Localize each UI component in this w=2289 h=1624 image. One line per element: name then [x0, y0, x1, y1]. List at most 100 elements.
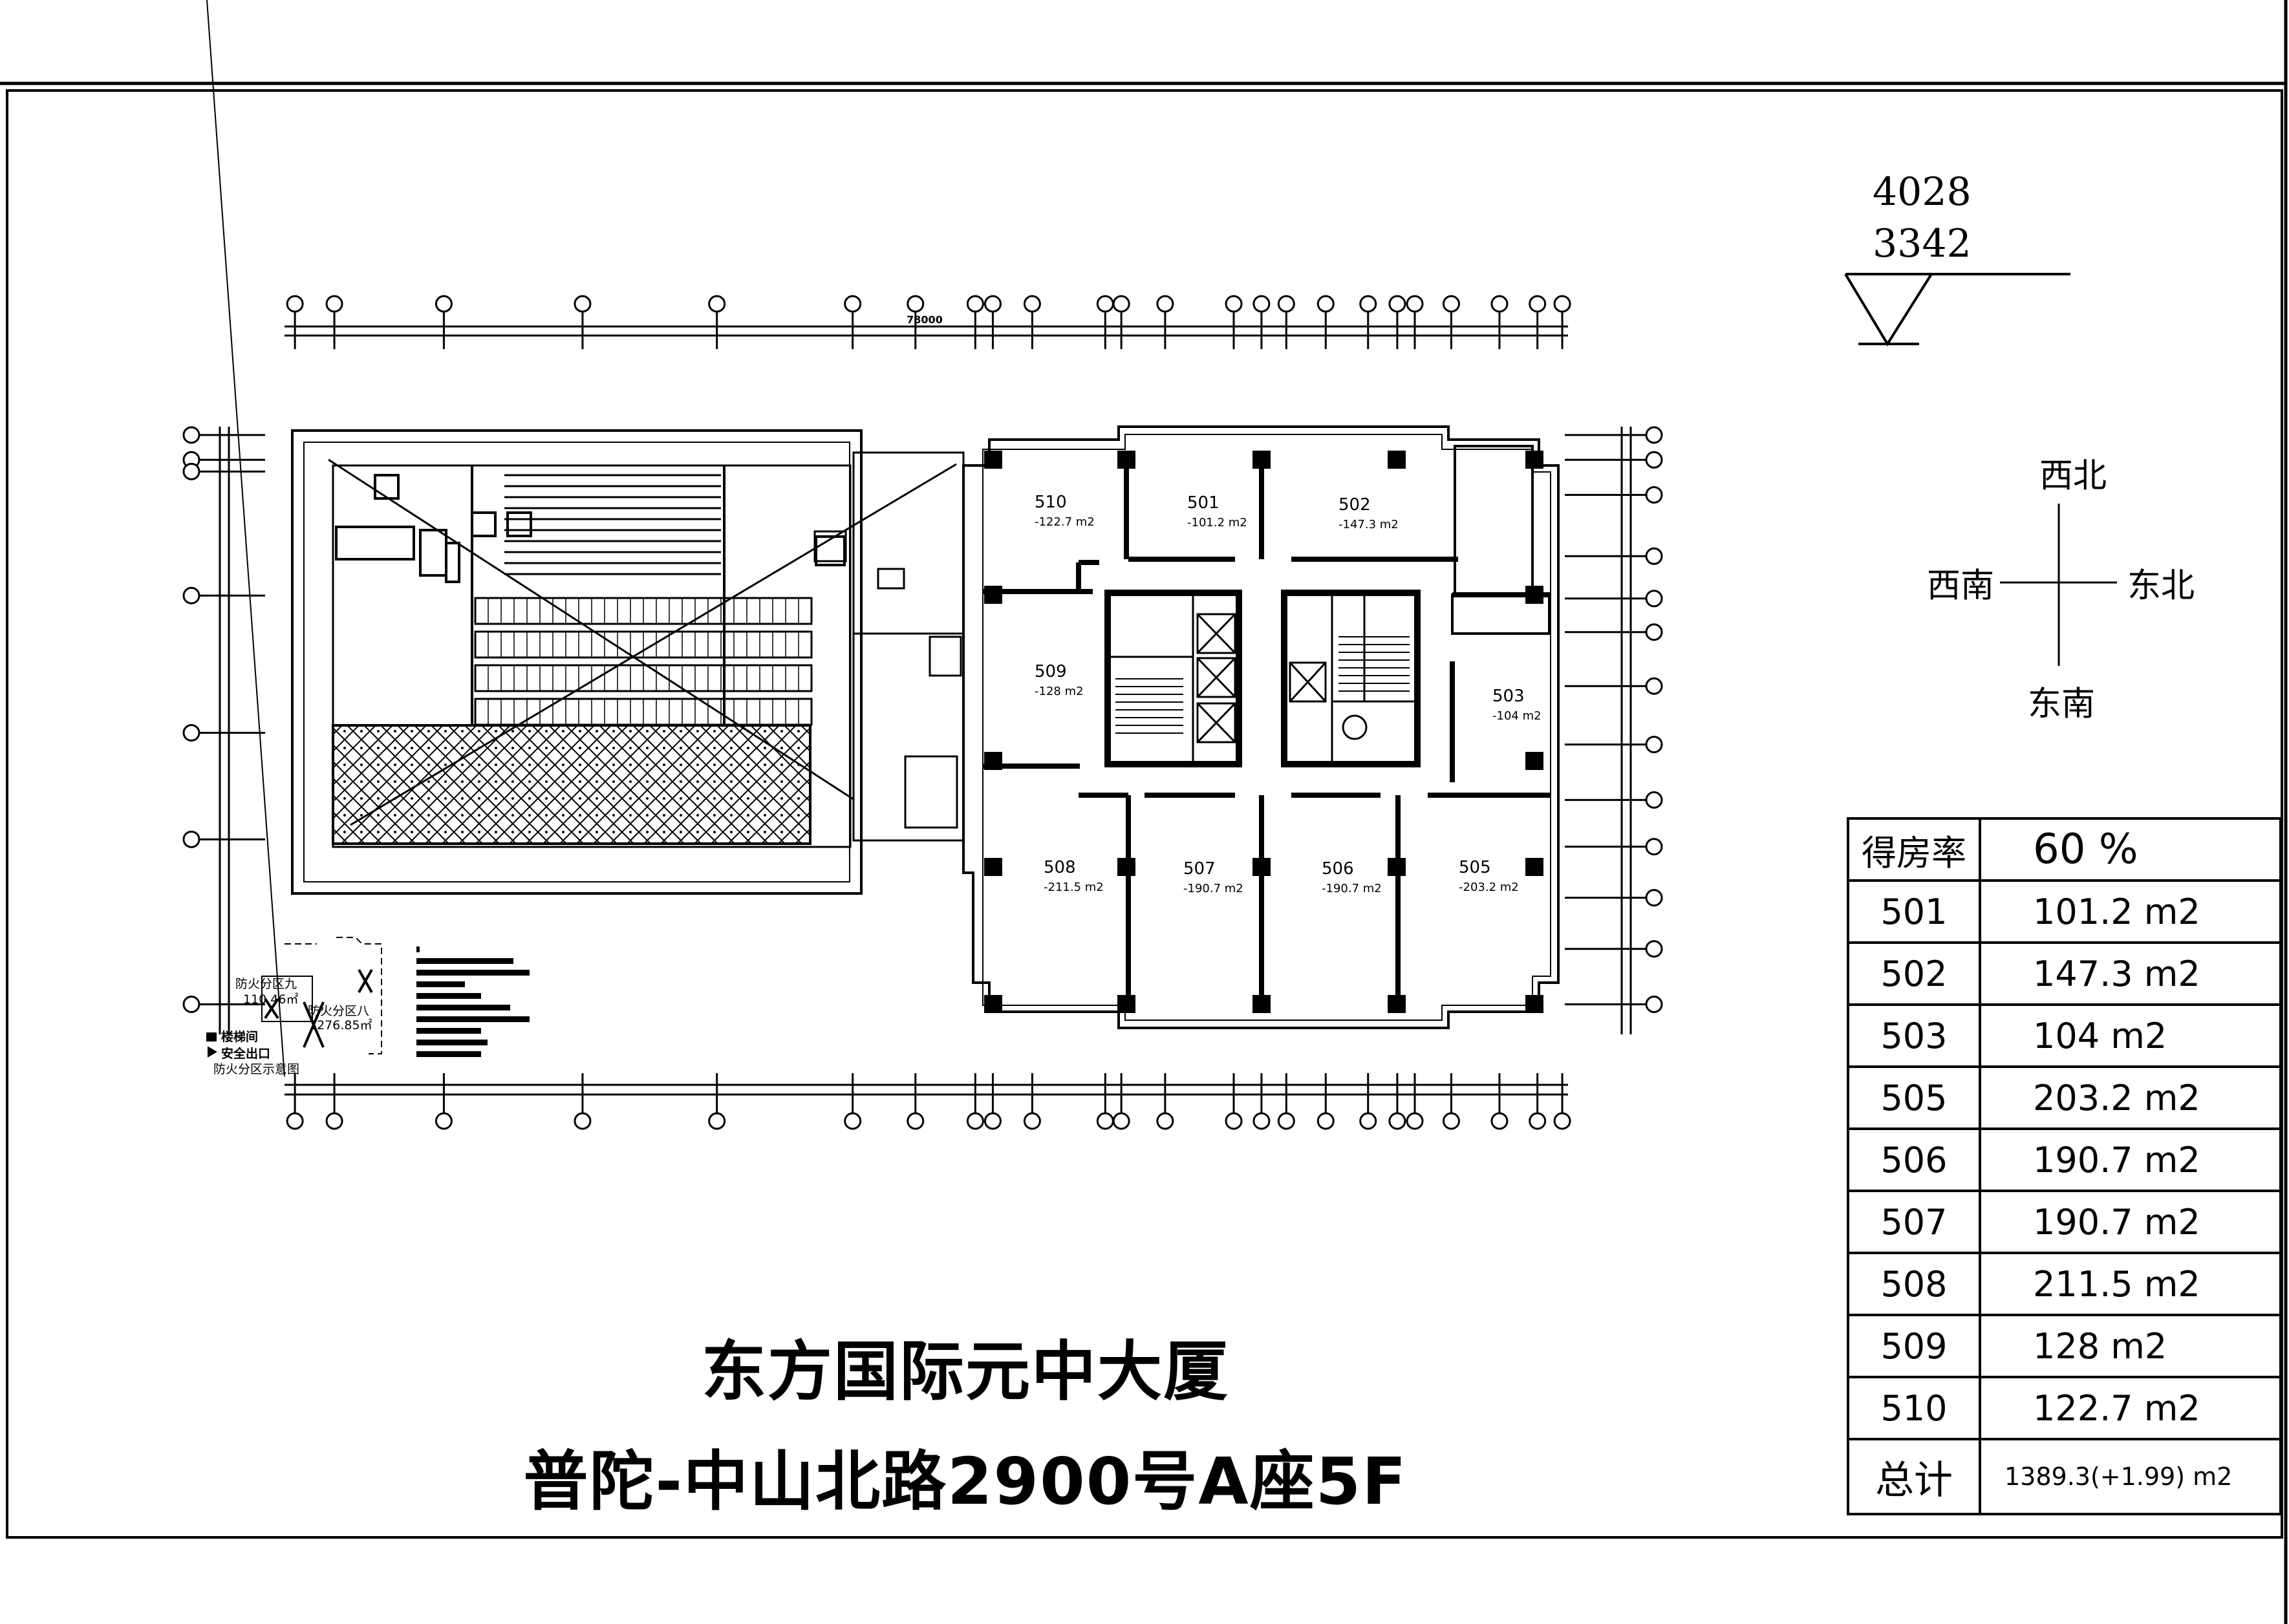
- unit-number: 501: [1847, 879, 1981, 944]
- service-core-west: [813, 451, 965, 842]
- axis-bubble: [1225, 1112, 1243, 1130]
- axis-bubble: [844, 295, 862, 313]
- axis-bubble: [1277, 295, 1295, 313]
- axis-bubble: [1442, 1112, 1460, 1130]
- axis-bubble: [966, 295, 984, 313]
- unit-area: 128 m2: [1979, 1314, 2282, 1378]
- axis-bubble: [182, 462, 200, 480]
- unit-area: 122.7 m2: [1979, 1376, 2282, 1440]
- compass-southeast: 东南: [2027, 685, 2096, 724]
- axis-bubble: [1112, 1112, 1130, 1130]
- section-diagonals: [328, 458, 957, 826]
- axis-bubble: [1645, 486, 1663, 504]
- room-number: 501: [1187, 493, 1220, 513]
- unit-area: 211.5 m2: [1979, 1252, 2282, 1316]
- structural-column: [1252, 451, 1271, 469]
- axis-bubble: [1277, 1112, 1295, 1130]
- elevation-upper: 4028: [1873, 169, 1972, 215]
- axis-bubble: [907, 295, 925, 313]
- structural-column: [984, 451, 1002, 469]
- ratio-label: 得房率: [1847, 817, 1981, 882]
- axis-bubble: [1645, 940, 1663, 958]
- axis-bubble: [1553, 295, 1571, 313]
- structural-column: [1388, 858, 1406, 876]
- room-label-502: 502-147.3 m2: [1338, 495, 1399, 531]
- top-total-dimension: 78000: [907, 314, 943, 326]
- axis-bubble: [966, 1112, 984, 1130]
- axis-bubble: [1156, 1112, 1174, 1130]
- structural-column: [1525, 586, 1543, 604]
- seating-rows: [474, 597, 813, 726]
- structural-column: [984, 858, 1002, 876]
- note-line: [416, 1040, 488, 1045]
- structural-column: [1117, 858, 1135, 876]
- unit-number: 502: [1847, 941, 1981, 1006]
- room-area: -147.3 m2: [1338, 518, 1399, 531]
- axis-bubble: [1359, 295, 1377, 313]
- address-title: 普陀-中山北路2900号A座5F: [523, 1444, 1408, 1519]
- building-title: 东方国际元中大厦: [702, 1334, 1229, 1409]
- axis-bubble: [1156, 295, 1174, 313]
- room-number: 510: [1035, 493, 1067, 512]
- axis-bubble: [1645, 838, 1663, 856]
- room-number: 505: [1459, 858, 1491, 877]
- axis-bubble: [907, 1112, 925, 1130]
- unit-number: 510: [1847, 1376, 1981, 1440]
- axis-bubble: [1645, 426, 1663, 444]
- room-label-508: 508-211.5 m2: [1044, 858, 1104, 894]
- axis-bubble: [1529, 1112, 1547, 1130]
- axis-bubble: [1529, 295, 1547, 313]
- axis-bubble: [1096, 295, 1114, 313]
- axis-bubble: [1096, 1112, 1114, 1130]
- axis-bubble: [1023, 1112, 1041, 1130]
- axis-bubble: [1406, 295, 1424, 313]
- fire-zone-9-area: 110.46㎡: [243, 992, 298, 1007]
- unit-area: 101.2 m2: [1979, 879, 2282, 944]
- axis-bubble: [1645, 791, 1663, 809]
- axis-bubble: [1252, 295, 1271, 313]
- note-line: [416, 1028, 481, 1034]
- room-number: 507: [1183, 859, 1216, 879]
- axis-bubble: [574, 295, 592, 313]
- axis-bubble: [1645, 889, 1663, 907]
- axis-bubble: [1388, 295, 1406, 313]
- room-area: -128 m2: [1035, 685, 1084, 698]
- stage-stairs: [504, 474, 721, 575]
- structural-column: [1388, 451, 1406, 469]
- room-area: -190.7 m2: [1322, 882, 1382, 895]
- room-label-505: 505-203.2 m2: [1459, 858, 1519, 894]
- note-line: [416, 981, 465, 987]
- general-notes: [416, 946, 530, 1057]
- elevation-lower: 3342: [1873, 221, 1972, 266]
- axis-bubble: [435, 1112, 453, 1130]
- ratio-value: 60 %: [1979, 817, 2282, 882]
- axis-bubble: [1359, 1112, 1377, 1130]
- axis-bubble: [1645, 547, 1663, 565]
- room-number: 506: [1322, 859, 1354, 879]
- structural-column: [1525, 995, 1543, 1013]
- compass-northeast: 东北: [2127, 566, 2195, 606]
- axis-bubble: [286, 1112, 304, 1130]
- structural-column: [1525, 451, 1543, 469]
- sheet-frame: [6, 89, 2283, 1539]
- room-number: 503: [1492, 687, 1525, 706]
- structural-column: [1525, 752, 1543, 770]
- unit-area: 190.7 m2: [1979, 1127, 2282, 1192]
- note-line: [416, 946, 420, 952]
- axis-bubble: [708, 1112, 726, 1130]
- fire-zone-8-label: 防火分区八: [308, 1004, 369, 1018]
- unit-number: 508: [1847, 1252, 1981, 1316]
- structural-column: [984, 752, 1002, 770]
- axis-bubble: [1553, 1112, 1571, 1130]
- room-label-510: 510-122.7 m2: [1035, 493, 1095, 529]
- structural-column: [1252, 858, 1271, 876]
- axis-bubble: [1645, 996, 1663, 1014]
- axis-bubble: [1406, 1112, 1424, 1130]
- compass-southwest: 西南: [1926, 566, 1995, 606]
